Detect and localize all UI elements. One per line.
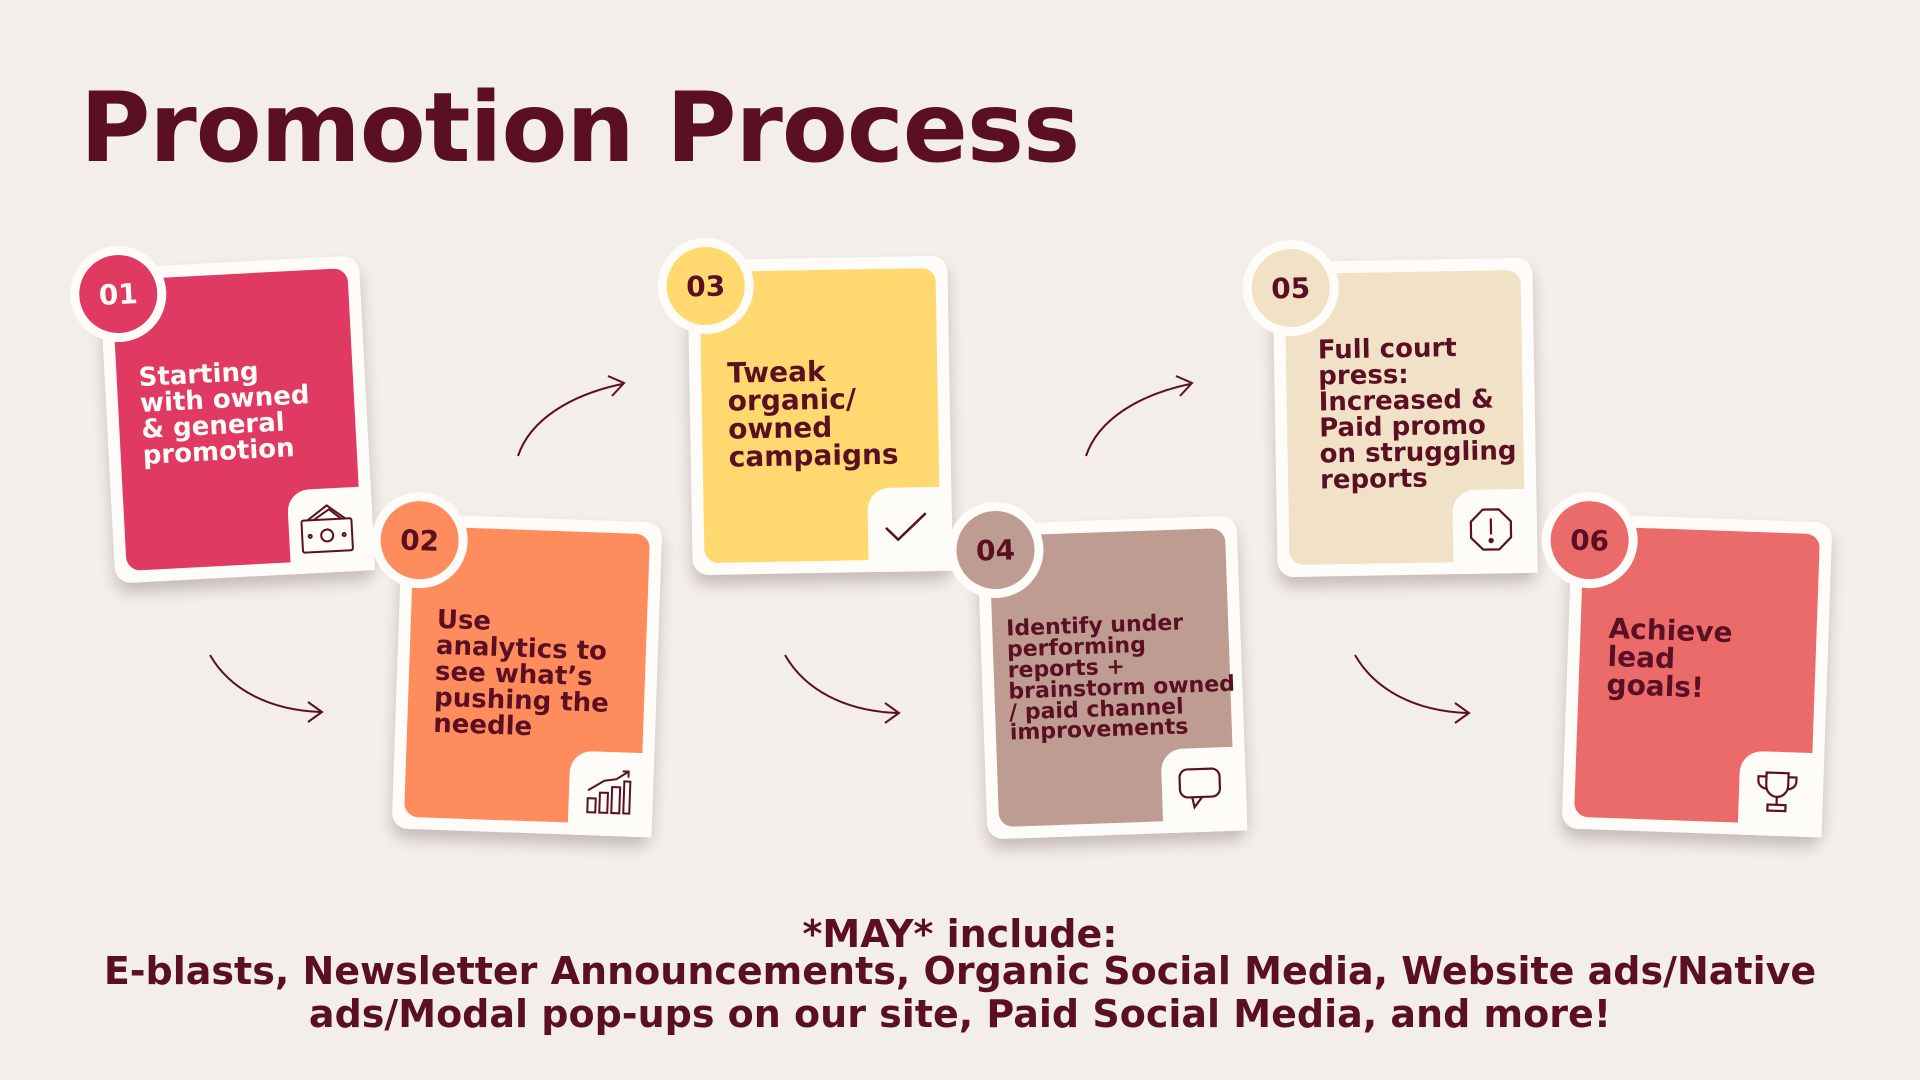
step-text: Tweak organic/ owned campaigns <box>726 354 899 474</box>
step-card-03: 03 Tweak organic/ owned campaigns <box>656 237 953 576</box>
step-text: Full court press: Increased & Paid promo… <box>1317 333 1517 496</box>
step-card-01: 01 Starting with owned & general promoti… <box>67 243 376 584</box>
step-number: 05 <box>1251 248 1331 328</box>
step-card-02: 02 Use analytics to see what’s pushing t… <box>370 490 663 838</box>
alert-octagon-icon <box>1460 499 1521 560</box>
step-card-05: 05 Full court press: Increased & Paid pr… <box>1241 239 1538 578</box>
arrow-4-to-5 <box>1085 375 1194 457</box>
bar-chart-icon <box>576 761 638 823</box>
step-card-06: 06 Achieve lead goals! <box>1540 490 1833 838</box>
speech-bubble-icon <box>1169 757 1231 819</box>
step-text: Identify under performing reports + brai… <box>1005 610 1236 747</box>
footer-heading: *MAY* include: <box>802 912 1118 956</box>
step-text: Use analytics to see what’s pushing the … <box>432 604 610 743</box>
arrow-3-to-4 <box>784 654 901 724</box>
page-title: Promotion Process <box>80 72 1080 184</box>
checkmark-icon <box>875 497 936 558</box>
step-number: 03 <box>666 246 746 326</box>
step-number: 06 <box>1549 499 1630 581</box>
step-text: Achieve lead goals! <box>1606 611 1734 705</box>
step-card-04: 04 Identify under performing reports + b… <box>945 500 1248 840</box>
arrow-5-to-6 <box>1354 654 1471 724</box>
arrow-2-to-3 <box>517 375 626 457</box>
step-number: 02 <box>379 499 460 581</box>
footer-text-line-1: E-blasts, Newsletter Announcements, Orga… <box>103 949 1817 993</box>
step-number: 04 <box>955 509 1036 591</box>
money-icon <box>295 497 358 560</box>
trophy-icon <box>1746 761 1808 823</box>
footer-text-line-2: ads/Modal pop-ups on our site, Paid Soci… <box>308 992 1612 1036</box>
arrow-1-to-2 <box>209 654 324 723</box>
step-text: Starting with owned & general promotion <box>137 356 311 471</box>
step-number: 01 <box>77 253 160 336</box>
